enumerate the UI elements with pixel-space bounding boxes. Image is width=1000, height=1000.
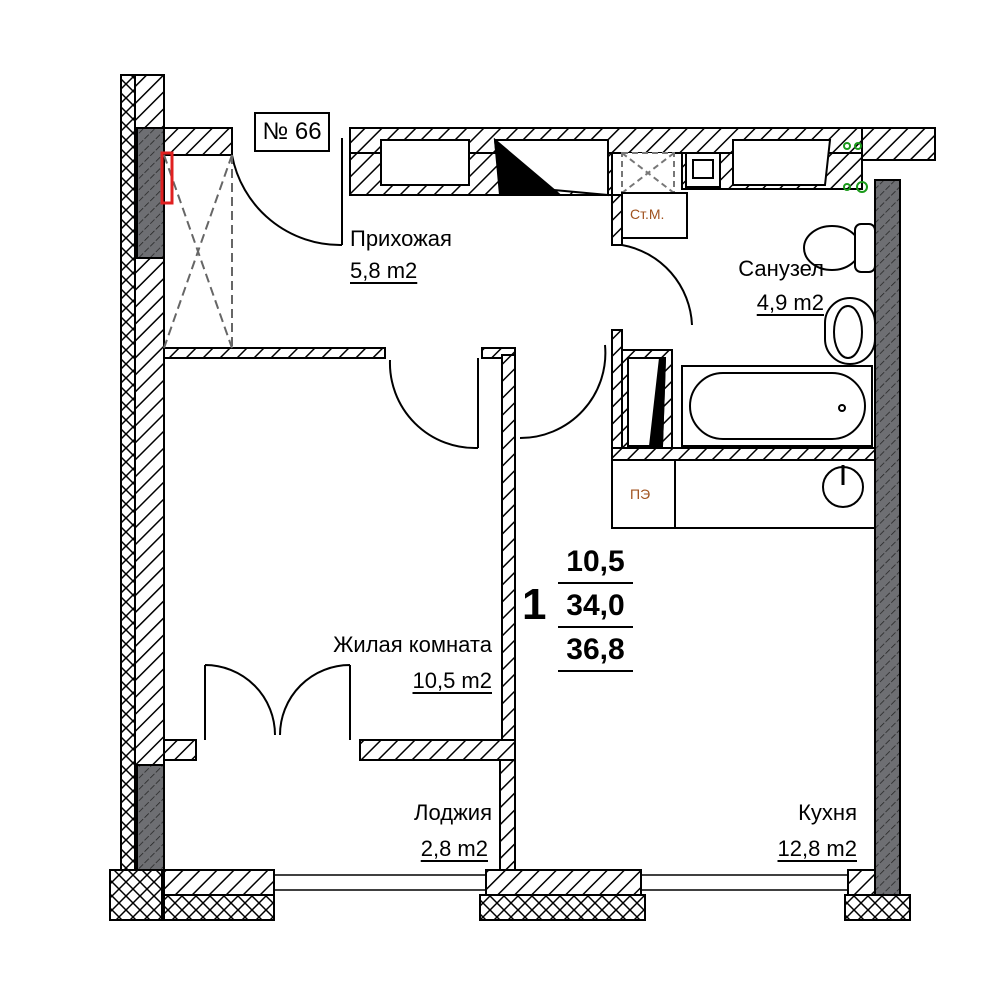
partition-wall bbox=[501, 354, 516, 741]
outer-wall-left-insulation bbox=[120, 74, 136, 921]
intercom-marker bbox=[160, 151, 174, 205]
wall-top-hall bbox=[163, 127, 233, 156]
apartment-number: № 66 bbox=[254, 112, 330, 152]
loggia-name: Лоджия bbox=[414, 800, 492, 825]
living-area-total: 10,5 bbox=[558, 542, 633, 584]
facade-bottom bbox=[109, 869, 163, 921]
window-loggia bbox=[274, 874, 486, 891]
bathroom-name: Санузел bbox=[738, 256, 824, 281]
hallway-name: Прихожая bbox=[350, 226, 452, 251]
kitchen-name: Кухня bbox=[798, 800, 857, 825]
wall-hall-bedroom bbox=[163, 347, 386, 359]
bath-door bbox=[621, 244, 693, 326]
total-area-with-loggia: 36,8 bbox=[558, 630, 633, 672]
kitchen-door bbox=[519, 344, 607, 440]
washer-label: Ст.М. bbox=[630, 206, 665, 222]
outer-wall-right bbox=[874, 179, 901, 896]
loggia-area: 2,8 m2 bbox=[420, 836, 488, 861]
panel-label: ПЭ bbox=[630, 486, 651, 502]
living-name: Жилая комната bbox=[333, 632, 492, 657]
bedroom-door bbox=[388, 359, 479, 450]
wall-loggia bbox=[163, 739, 197, 761]
entry-door bbox=[231, 154, 343, 247]
wall-top-right bbox=[861, 127, 936, 161]
bath-wall-bottom bbox=[611, 447, 876, 461]
bath-wall-left bbox=[611, 194, 623, 246]
room-count: 1 bbox=[522, 580, 547, 629]
hallway-area: 5,8 m2 bbox=[350, 258, 418, 283]
washer-box bbox=[621, 192, 688, 239]
kitchen-area: 12,8 m2 bbox=[777, 836, 858, 861]
living-area: 10,5 m2 bbox=[412, 668, 493, 693]
riser-icons bbox=[843, 142, 868, 193]
window-kitchen bbox=[641, 874, 848, 891]
built-in-wardrobe bbox=[163, 154, 233, 349]
loggia-door bbox=[204, 664, 351, 740]
total-area: 34,0 bbox=[558, 586, 633, 628]
bathroom-area: 4,9 m2 bbox=[756, 290, 824, 315]
dark-wall-segment bbox=[136, 127, 165, 259]
